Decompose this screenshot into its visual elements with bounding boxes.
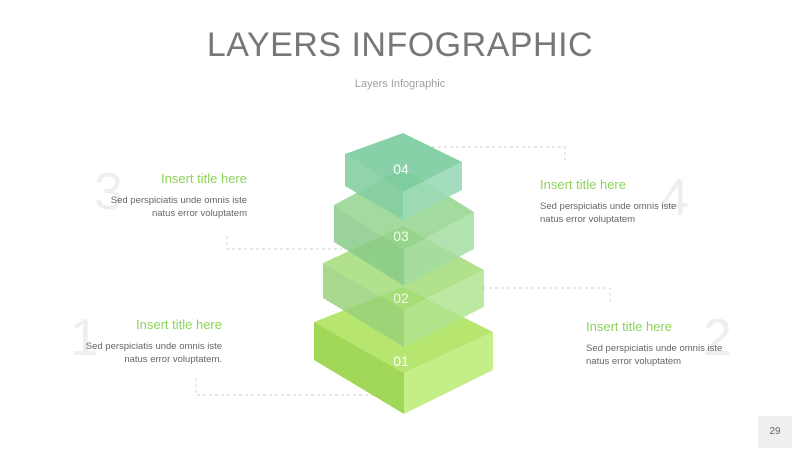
block-title-1: Insert title here	[136, 317, 222, 332]
block-text-2: Sed perspiciatis unde omnis iste natus e…	[586, 343, 723, 367]
block-text-1: Sed perspiciatis unde omnis iste natus e…	[85, 341, 222, 365]
block-title-3: Insert title here	[161, 171, 247, 186]
layer-label-04: 04	[393, 161, 409, 177]
connector-4	[420, 146, 566, 160]
big-number-3: 3	[94, 163, 123, 221]
connector-3	[226, 236, 342, 250]
connector-lines	[195, 146, 611, 396]
connector-2	[483, 287, 611, 302]
page-number: 29	[758, 416, 792, 448]
info-block-4: Insert title here Sed perspiciatis unde …	[540, 177, 690, 226]
block-text-4: Sed perspiciatis unde omnis iste natus e…	[540, 201, 677, 225]
big-number-4: 4	[660, 169, 689, 227]
layer-label-03: 03	[393, 228, 409, 244]
layer-label-02: 02	[393, 290, 409, 306]
layer-label-01: 01	[393, 353, 409, 369]
page-subtitle: Layers Infographic	[354, 78, 446, 90]
big-number-1: 1	[70, 309, 99, 367]
info-block-1: Insert title here Sed perspiciatis unde …	[72, 317, 222, 366]
connector-1	[195, 378, 380, 396]
layer-04: 04	[345, 133, 462, 220]
big-number-2: 2	[703, 309, 732, 367]
page-title: LAYERS INFOGRAPHIC	[206, 26, 594, 64]
info-block-3: Insert title here Sed perspiciatis unde …	[97, 171, 247, 220]
info-block-2: Insert title here Sed perspiciatis unde …	[586, 319, 736, 368]
block-title-2: Insert title here	[586, 319, 672, 334]
block-text-3: Sed perspiciatis unde omnis iste natus e…	[110, 195, 247, 219]
block-title-4: Insert title here	[540, 177, 626, 192]
